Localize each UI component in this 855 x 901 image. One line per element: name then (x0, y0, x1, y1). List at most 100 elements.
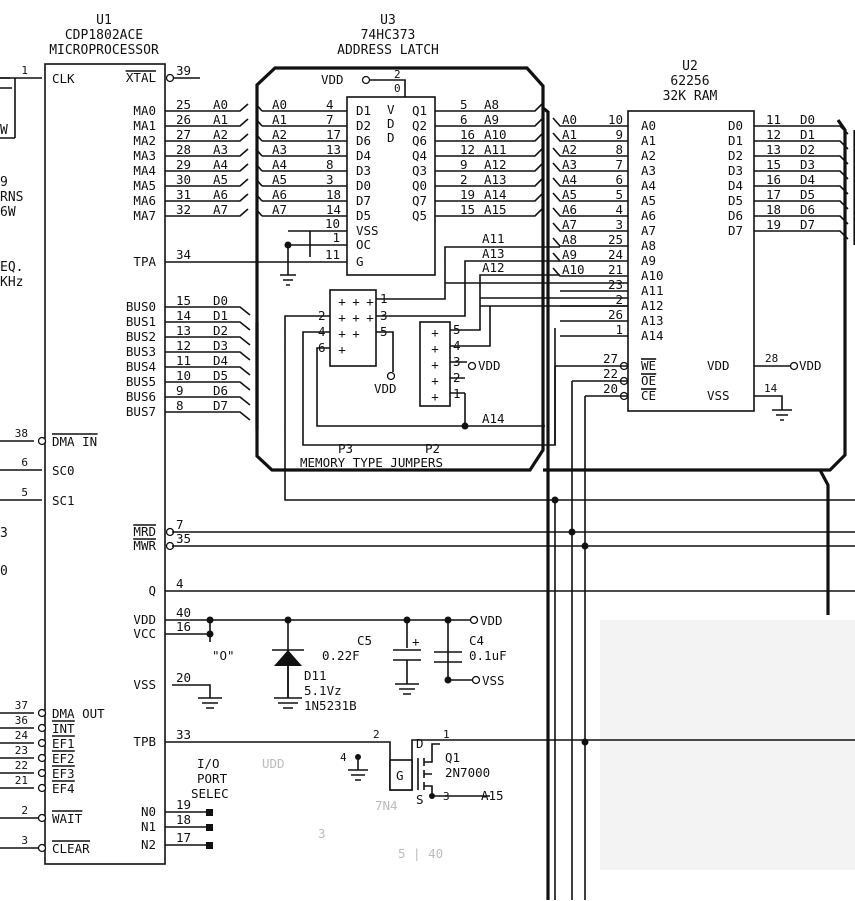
u2-data-num: 15 (766, 157, 781, 172)
u2-addr-num: 9 (615, 127, 623, 142)
u1-bus-num: 13 (176, 323, 191, 338)
u1-bus-label: BUS5 (126, 374, 156, 389)
u3-input-pin: D3 (356, 163, 371, 178)
u1-n-pad (206, 842, 213, 849)
u1-bus-net: D7 (213, 398, 228, 413)
vcc-junction-u1 (206, 630, 214, 638)
u1-ma-label: MA7 (133, 208, 156, 223)
u1-right-pin-num: 40 (176, 605, 191, 620)
u2-ctrl-pin: OE (641, 373, 656, 388)
io-line3: SELEC (191, 786, 229, 801)
io-faint-label: 7N4 (375, 798, 398, 813)
u1-bus-num: 14 (176, 308, 191, 323)
u1-bus-wire (165, 411, 251, 421)
u2-addr-net: A3 (562, 157, 577, 172)
u1-right-pin-num: 19 (176, 797, 191, 812)
u2-addr-wire (552, 117, 628, 127)
u3-output-wire (435, 102, 544, 112)
latch-bus-border (255, 66, 545, 472)
u3-output-net: A11 (484, 142, 507, 157)
u1-right-pin-num: 18 (176, 812, 191, 827)
p2-pin-grid: +++++ (431, 325, 439, 404)
jumper-net-label: A12 (482, 260, 505, 275)
u3-input-num: 18 (326, 187, 341, 202)
u2-addr-num: 7 (615, 157, 623, 172)
u3-input-bus-tap (255, 118, 263, 127)
u1-left-inverter (37, 783, 47, 793)
u1-left-pin-label: WAIT (52, 811, 83, 826)
u3-output-pin: Q0 (412, 178, 427, 193)
u2-addr-net: A0 (562, 112, 577, 127)
u1-fragment: 3 (0, 526, 8, 541)
jumper-wiring (284, 246, 855, 501)
u2-vdd-net: VDD (799, 358, 822, 373)
vdd-terminal (469, 615, 479, 625)
u2-data-net: D6 (800, 202, 815, 217)
u3-vdd-pin-top: 2 (394, 68, 401, 81)
u2-data-num: 12 (766, 127, 781, 142)
u1-right-pin-label: TPB (133, 734, 156, 749)
u3-output-wire (435, 207, 544, 217)
u2-data-wire (754, 230, 849, 240)
u2-data-net: D3 (800, 157, 815, 172)
u2-addr-num: 3 (615, 217, 623, 232)
u1-left-inverter (37, 723, 47, 733)
u2-addr-net: A4 (562, 172, 577, 187)
q1-channel (417, 743, 490, 797)
q1-s: S (416, 792, 424, 807)
q1-part: 2N7000 (445, 765, 490, 780)
u1-fragment: 9 (0, 175, 8, 190)
u1-fragment-w: W (0, 123, 8, 138)
u3-output-net: A13 (484, 172, 507, 187)
u1-ma-net: A1 (213, 112, 228, 127)
u3-input-net: A4 (272, 157, 287, 172)
u1-ma-net: A2 (213, 127, 228, 142)
c5-ref: C5 (357, 633, 372, 648)
u3-ctrl-pin: VSS (356, 223, 379, 238)
u2-addr-pin: A5 (641, 193, 656, 208)
u3-output-wire (435, 162, 544, 172)
u1-left-pin-label: CLEAR (52, 841, 90, 856)
u2-addr-wire (552, 207, 628, 217)
u2-addr-wire (552, 162, 628, 172)
u2-data-net: D2 (800, 142, 815, 157)
u1-right-pin-label: MRD (133, 524, 156, 539)
u1-left-pin-num: 22 (15, 759, 28, 772)
q1-gnd-pin: 4 (340, 751, 347, 764)
u2-addr-net: A1 (562, 127, 577, 142)
u3-output-num: 5 (460, 97, 468, 112)
io-faint-label: UDD (262, 756, 285, 771)
u1-desc: MICROPROCESSOR (49, 43, 159, 58)
u1-bus-label: BUS7 (126, 404, 156, 419)
u1-bus-net: D2 (213, 323, 228, 338)
u2-data-pin: D4 (728, 178, 743, 193)
u1-left-inverter (37, 813, 47, 823)
u2-addr-wire (552, 147, 628, 157)
o-jumper-label: "O" (212, 648, 235, 663)
u2-data-wire (754, 140, 849, 150)
u2-data-net: D4 (800, 172, 815, 187)
vss-terminal (471, 675, 481, 685)
faded-scan-region (600, 620, 855, 870)
u1-left-pin-label: EF2 (52, 751, 75, 766)
u2-addr-pin: A11 (641, 283, 664, 298)
c4-symbol (434, 651, 462, 663)
jumper-a14-junction (461, 422, 469, 430)
u1-left-pin-label: CLK (52, 71, 75, 86)
u3-input-net: A7 (272, 202, 287, 217)
u1-fragment: 0 (0, 564, 8, 579)
u3-input-bus-tap (255, 163, 263, 172)
u3-output-wire (435, 147, 544, 157)
p3-pin-grid: +++++++++ (338, 294, 374, 357)
u2-data-pin: D5 (728, 193, 743, 208)
u1-ma-num: 32 (176, 202, 191, 217)
u3-input-net: A3 (272, 142, 287, 157)
q1-transistor: G D S 2 1 3 A15 Q1 2N7000 4 (340, 728, 504, 807)
u1-ma-net: A0 (213, 97, 228, 112)
u1-right-pin-label: N0 (141, 804, 156, 819)
u1-left-pin-label: DMA OUT (52, 706, 105, 721)
